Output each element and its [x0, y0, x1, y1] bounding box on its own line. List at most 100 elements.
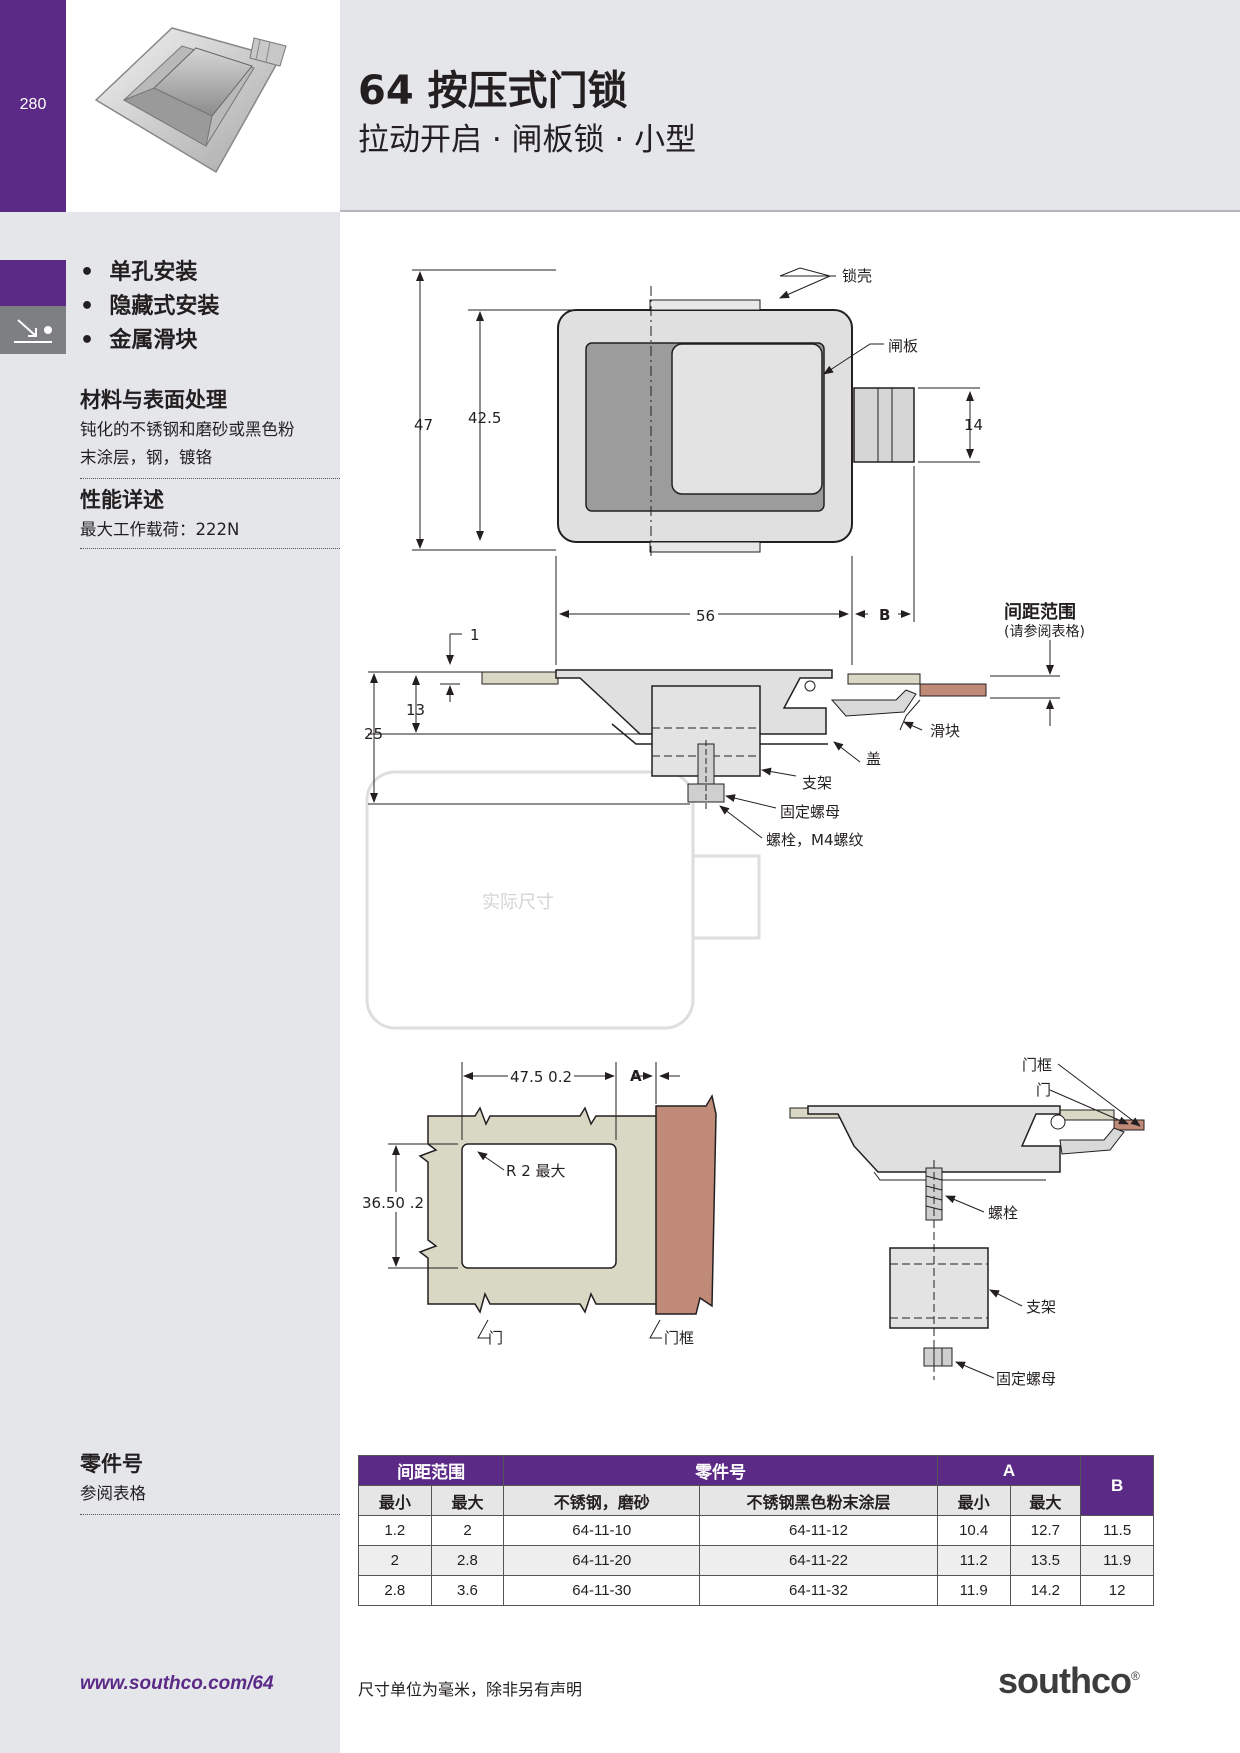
svg-text:B: B [879, 606, 890, 624]
table-cell: 2 [358, 1545, 432, 1576]
part-number-text: 参阅表格 [80, 1484, 146, 1503]
side-view-drawing [789, 1063, 1145, 1380]
materials-line: 末涂层，钢，镀铬 [80, 448, 212, 467]
side-view-labels: 门框 门 螺栓 支架 固定螺母 [988, 1056, 1056, 1388]
svg-text:42.5: 42.5 [468, 409, 501, 427]
svg-text:固定螺母: 固定螺母 [996, 1370, 1056, 1388]
table-cell: 11.9 [1080, 1545, 1154, 1576]
table-cell: 64-11-30 [503, 1575, 701, 1606]
svg-text:支架: 支架 [1026, 1298, 1056, 1316]
front-view-labels: 1 13 25 滑块 盖 支架 固定螺母 螺栓，M4螺纹 [364, 626, 960, 849]
table-cell: 11.9 [936, 1575, 1011, 1606]
table-cell: 12 [1080, 1575, 1154, 1606]
table-cell: 2.8 [430, 1545, 505, 1576]
svg-text:(请参阅表格): (请参阅表格) [1004, 623, 1085, 640]
table-cell: 11.5 [1080, 1515, 1154, 1546]
svg-text:螺栓，M4螺纹: 螺栓，M4螺纹 [766, 831, 864, 849]
grip-range-header: 间距范围 [357, 1455, 505, 1486]
dim-b-header: B [1080, 1455, 1154, 1516]
grip-max-header: 最大 [430, 1485, 505, 1516]
table-row: 2.8 3.6 64-11-30 64-11-32 11.9 14.2 12 [358, 1575, 1154, 1606]
footer-note: 尺寸单位为毫米，除非另有声明 [358, 1680, 583, 1699]
svg-text:56: 56 [696, 607, 715, 625]
table-cell: 64-11-10 [503, 1515, 701, 1546]
category-icon [0, 306, 66, 354]
svg-text:门框: 门框 [664, 1329, 694, 1347]
svg-text:固定螺母: 固定螺母 [780, 803, 840, 821]
performance-heading: 性能详述 [80, 488, 164, 512]
svg-text:间距范围: 间距范围 [1004, 601, 1076, 623]
part-number-table: 间距范围 零件号 A B 最小 最大 不锈钢，磨砂 不锈钢黑色粉末涂层 最小 最… [357, 1455, 1154, 1606]
svg-text:1: 1 [470, 626, 480, 644]
table-cell: 11.2 [936, 1545, 1011, 1576]
table-cell: 12.7 [1009, 1515, 1082, 1546]
svg-text:门: 门 [1036, 1081, 1051, 1099]
materials-line: 钝化的不锈钢和磨砂或黑色粉 [80, 420, 295, 439]
svg-text:A: A [630, 1067, 642, 1085]
page-number: 280 [19, 96, 47, 113]
table-row: 1.2 2 64-11-10 64-11-12 10.4 12.7 11.5 [358, 1515, 1154, 1546]
product-photo [66, 0, 340, 212]
feature-item: • 单孔安装 [80, 260, 198, 285]
table-cell: 64-11-32 [699, 1575, 938, 1606]
black-coated-header: 不锈钢黑色粉末涂层 [699, 1485, 938, 1516]
front-view-drawing: 实际尺寸 [365, 633, 1060, 1030]
divider [80, 1514, 340, 1515]
part-number-heading: 零件号 [80, 1452, 143, 1476]
cutout-drawing [360, 1062, 717, 1339]
cutout-labels: 47.5 0.2 A 36.50 .2 R 2 最大 门 门框 [362, 1067, 694, 1347]
technical-drawings: 47 42.5 14 56 B 锁壳 闸板 间距范围 (请参阅表格) 实际尺寸 [360, 267, 1145, 1388]
table-cell: 64-11-22 [699, 1545, 938, 1576]
svg-text:门: 门 [488, 1329, 503, 1347]
materials-heading: 材料与表面处理 [80, 388, 227, 412]
table-cell: 64-11-12 [699, 1515, 938, 1546]
grip-min-header: 最小 [358, 1485, 432, 1516]
dim-a-header: A [936, 1455, 1082, 1486]
page-subtitle: 拉动开启 · 闸板锁 · 小型 [358, 122, 697, 158]
a-min-header: 最小 [936, 1485, 1011, 1516]
table-row: 2 2.8 64-11-20 64-11-22 11.2 13.5 11.9 [358, 1545, 1154, 1576]
svg-text:支架: 支架 [802, 774, 832, 792]
registered-mark: ® [1131, 1669, 1140, 1683]
svg-text:36.50 .2: 36.50 .2 [362, 1194, 424, 1212]
svg-text:13: 13 [406, 701, 425, 719]
svg-text:25: 25 [364, 725, 383, 743]
part-number-header: 零件号 [503, 1455, 938, 1486]
svg-text:盖: 盖 [866, 750, 881, 768]
table-cell: 3.6 [430, 1575, 505, 1606]
svg-text:实际尺寸: 实际尺寸 [482, 892, 554, 913]
grip-range-label: 间距范围 (请参阅表格) [1004, 601, 1085, 640]
table-cell: 10.4 [936, 1515, 1011, 1546]
header-band [340, 0, 1240, 212]
page-title: 64 按压式门锁 [358, 68, 628, 114]
divider [80, 478, 340, 479]
table-cell: 2.8 [358, 1575, 432, 1606]
a-max-header: 最大 [1009, 1485, 1082, 1516]
svg-text:螺栓: 螺栓 [988, 1204, 1018, 1222]
svg-text:R 2 最大: R 2 最大 [506, 1162, 566, 1180]
latch-photo-image [94, 27, 287, 174]
page-tab [0, 0, 66, 212]
divider [80, 548, 340, 549]
top-view-drawing [412, 267, 980, 665]
svg-text:滑块: 滑块 [930, 722, 960, 740]
table-cell: 2 [430, 1515, 505, 1546]
svg-text:47.5 0.2: 47.5 0.2 [510, 1068, 572, 1086]
feature-item: • 隐藏式安装 [80, 294, 220, 319]
performance-text: 最大工作载荷：222N [80, 520, 240, 539]
svg-text:门框: 门框 [1022, 1056, 1052, 1074]
svg-text:闸板: 闸板 [888, 337, 918, 355]
svg-text:14: 14 [964, 416, 983, 434]
feature-item: • 金属滑块 [80, 328, 198, 353]
footer-url-link[interactable]: www.southco.com/64 [80, 1673, 274, 1694]
svg-text:47: 47 [414, 416, 433, 434]
table-cell: 64-11-20 [503, 1545, 701, 1576]
southco-logo: southco® [998, 1660, 1140, 1702]
top-view-dimension-text: 47 42.5 14 56 B 锁壳 闸板 [414, 267, 983, 625]
table-cell: 1.2 [358, 1515, 432, 1546]
brand-name: southco [998, 1660, 1132, 1701]
table-cell: 13.5 [1009, 1545, 1082, 1576]
table-cell: 14.2 [1009, 1575, 1082, 1606]
stainless-header: 不锈钢，磨砂 [503, 1485, 701, 1516]
svg-text:锁壳: 锁壳 [842, 267, 872, 285]
